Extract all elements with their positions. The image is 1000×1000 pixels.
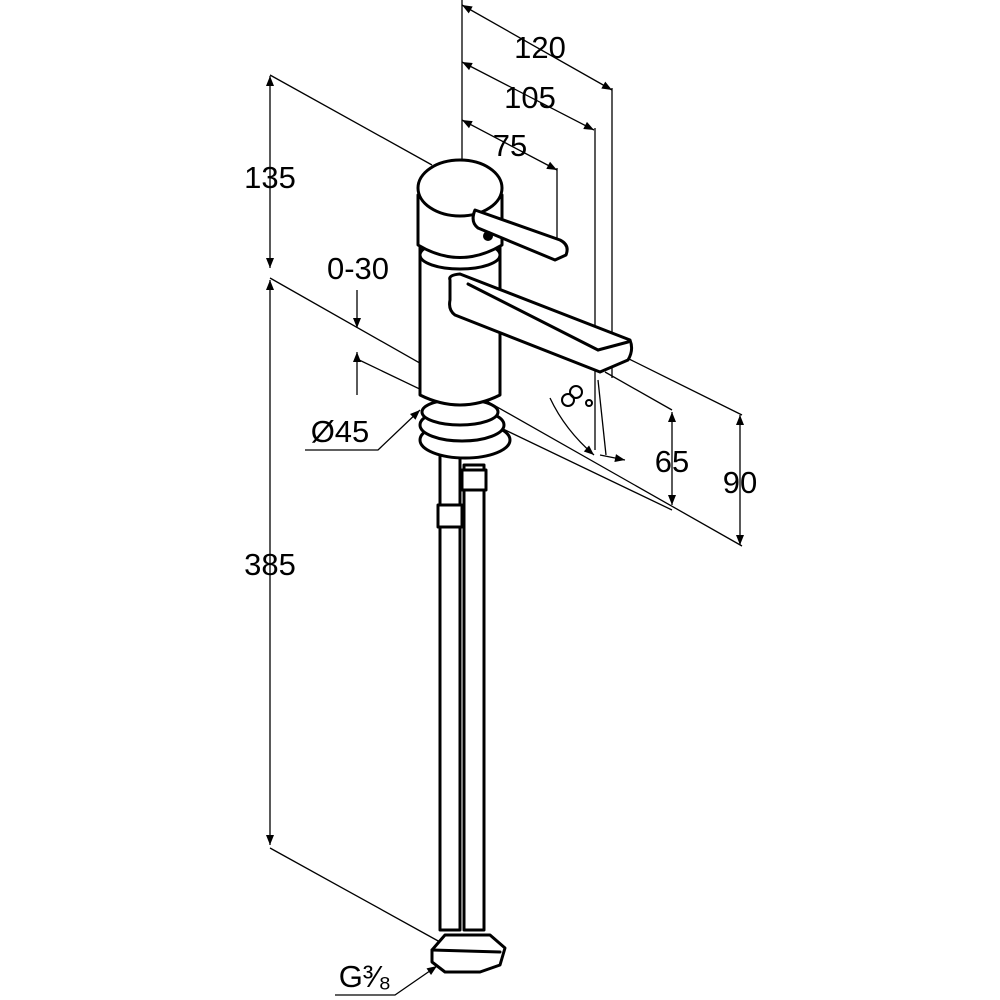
dimension-lines: [266, 0, 744, 996]
faucet-body: [416, 158, 634, 407]
dim-385: 385: [244, 547, 296, 582]
dim-75: 75: [493, 128, 527, 163]
dim-65: 65: [655, 444, 689, 479]
supply-hoses: [430, 448, 507, 974]
dim-105: 105: [504, 80, 556, 115]
aerator-symbol: [561, 385, 593, 407]
mounting-base: [418, 397, 512, 460]
dim-connection-thread: G³⁄₈: [339, 959, 391, 994]
dim-angle-range: 0-30: [327, 251, 389, 286]
dim-135: 135: [244, 160, 296, 195]
dim-120: 120: [514, 30, 566, 65]
dim-diameter: Ø45: [311, 414, 370, 449]
dim-90: 90: [723, 465, 757, 500]
